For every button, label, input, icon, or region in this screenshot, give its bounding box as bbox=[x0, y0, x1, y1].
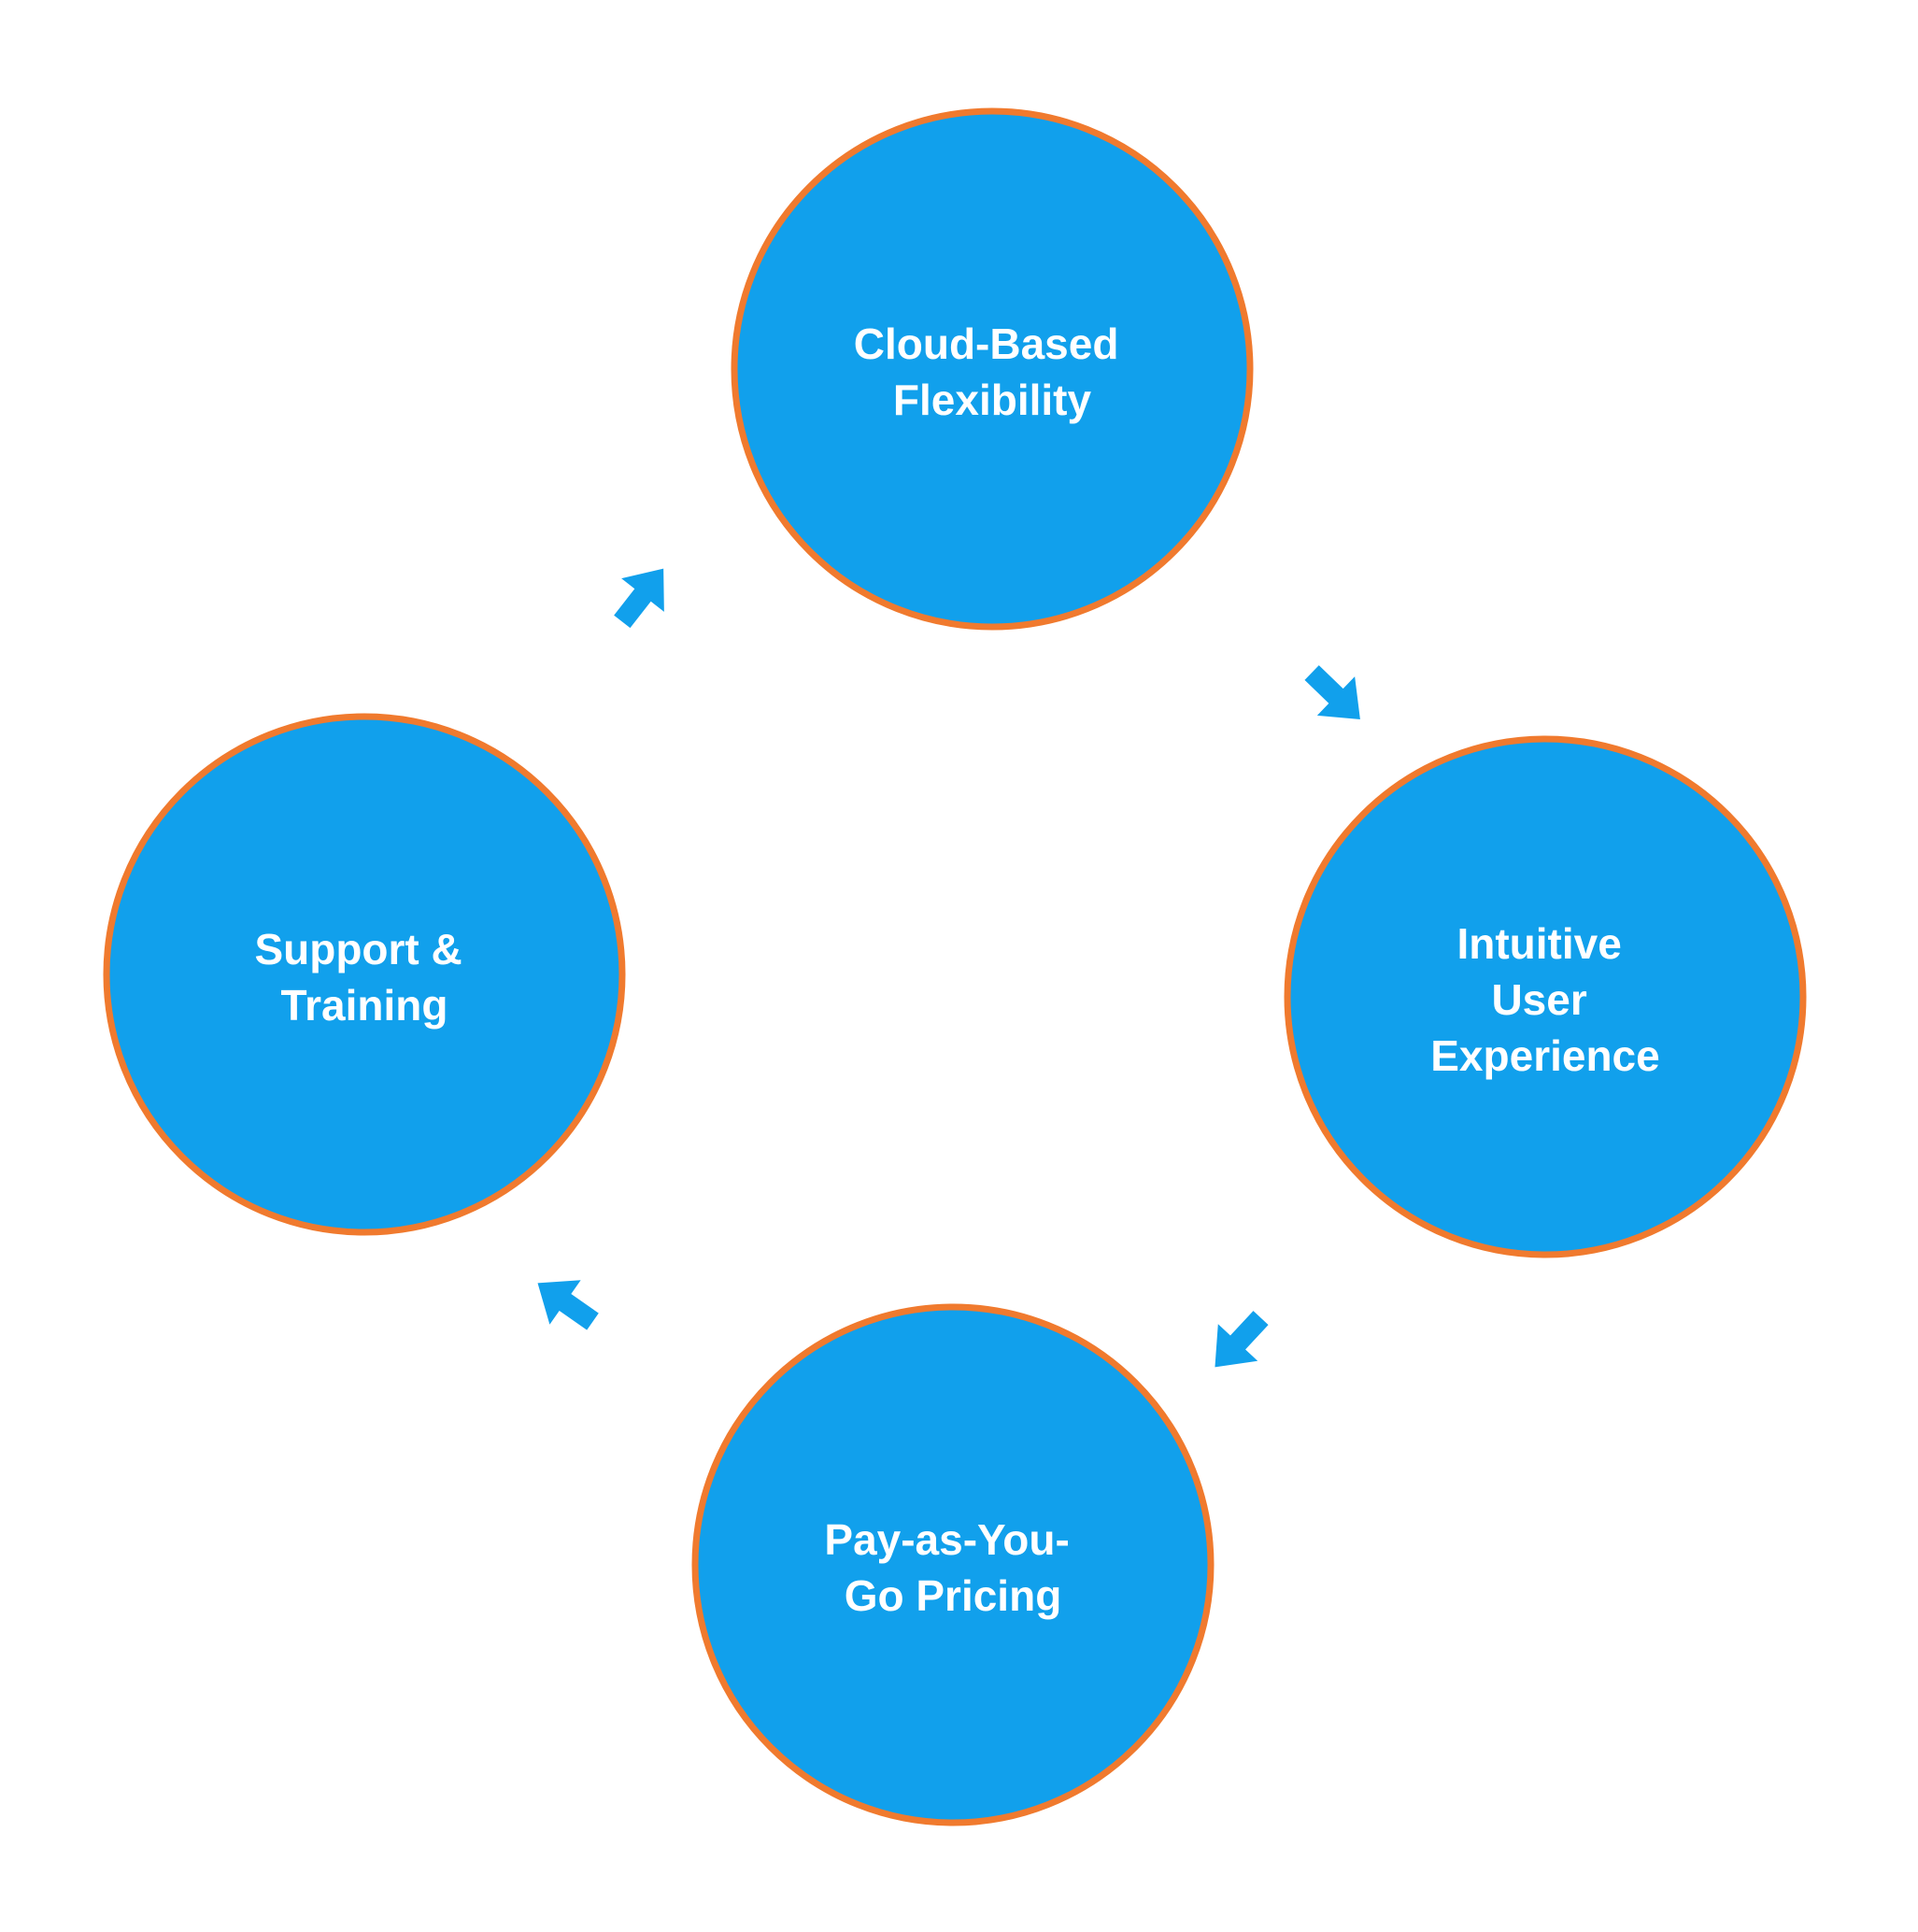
arrow-up-left-icon bbox=[537, 1280, 599, 1330]
node-label: Intuitive User Experience bbox=[1430, 919, 1659, 1080]
arrow-down-left-icon bbox=[1215, 1311, 1269, 1368]
node-label-line: Experience bbox=[1430, 1031, 1659, 1080]
node-label: Pay-as-You- Go Pricing bbox=[824, 1515, 1081, 1620]
node-label-line: Flexibility bbox=[893, 376, 1092, 424]
node-label: Cloud-Based Flexibility bbox=[854, 320, 1130, 424]
node-label-line: Intuitive bbox=[1456, 919, 1621, 968]
node-circle bbox=[1284, 735, 1807, 1258]
arrow-support-to-cloud bbox=[614, 568, 664, 629]
node-label-line: Go Pricing bbox=[845, 1571, 1062, 1620]
node-cloud-based-flexibility: Cloud-Based Flexibility bbox=[731, 107, 1254, 631]
node-support-training: Support & Training bbox=[103, 713, 626, 1236]
node-label-line: Support & bbox=[254, 925, 462, 973]
arrow-pricing-to-support bbox=[537, 1280, 599, 1330]
node-label-line: User bbox=[1491, 975, 1586, 1024]
arrow-cloud-to-ux bbox=[1304, 665, 1360, 720]
arrow-up-right-icon bbox=[614, 568, 664, 629]
node-label-line: Pay-as-You- bbox=[824, 1515, 1069, 1564]
node-circle bbox=[103, 713, 626, 1236]
node-intuitive-user-experience: Intuitive User Experience bbox=[1284, 735, 1807, 1258]
node-circle bbox=[731, 107, 1254, 631]
arrow-down-right-icon bbox=[1304, 665, 1360, 720]
node-label-line: Training bbox=[281, 981, 448, 1030]
node-circle bbox=[691, 1303, 1215, 1826]
node-label: Support & Training bbox=[254, 925, 474, 1030]
node-pay-as-you-go-pricing: Pay-as-You- Go Pricing bbox=[691, 1303, 1215, 1826]
node-label-line: Cloud-Based bbox=[854, 320, 1119, 368]
arrow-ux-to-pricing bbox=[1215, 1311, 1269, 1368]
